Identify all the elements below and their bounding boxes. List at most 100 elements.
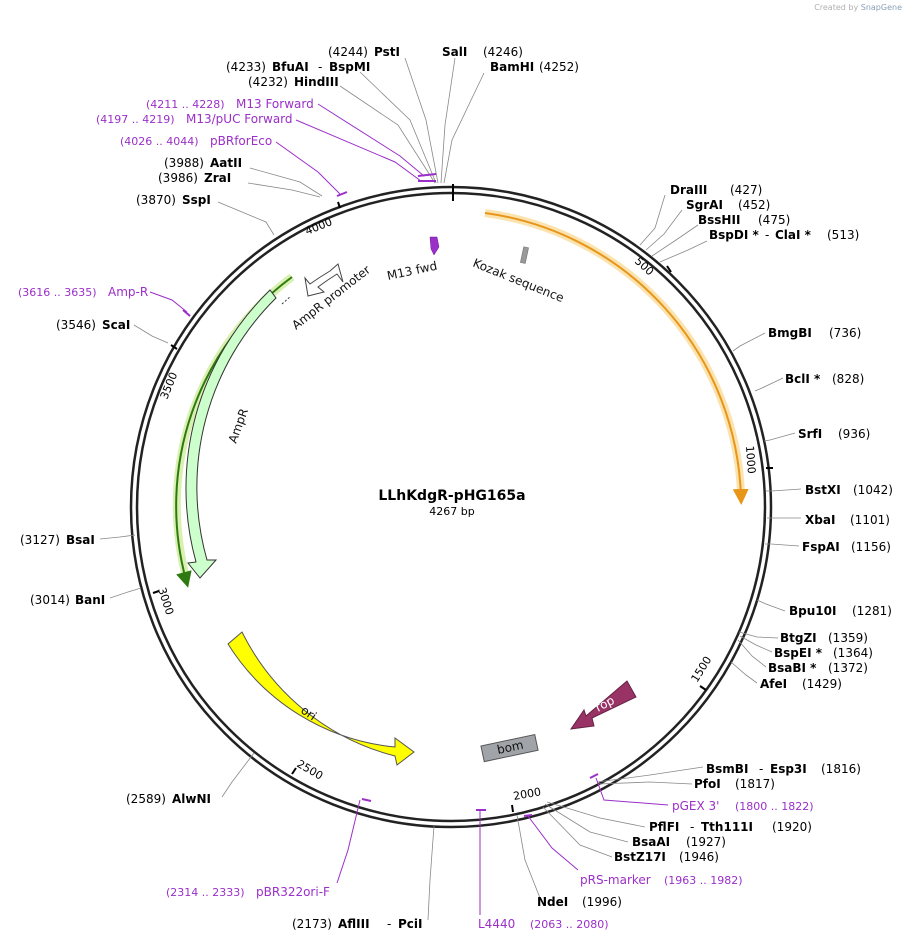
enzyme-pos-bsshii: (475) — [758, 213, 790, 227]
enzyme-afliii: AflIII — [338, 917, 370, 931]
enzyme-clai: ClaI * — [775, 228, 812, 242]
enzyme-pos-hindiii: (4232) — [248, 75, 288, 89]
enzyme-pos-aatii: (3988) — [164, 156, 204, 170]
enzyme-zrai: ZraI — [204, 171, 231, 185]
primer-range-m13-puc-forward: (4197 .. 4219) — [96, 113, 175, 126]
enzyme-btgzi: BtgZI — [780, 631, 817, 645]
tick-label-3500: 3500 — [158, 370, 181, 401]
enzyme-pos-bpu10i: (1281) — [852, 604, 892, 618]
enzyme-pos-draiii: (427) — [730, 183, 762, 197]
primer-range-pgex3: (1800 .. 1822) — [735, 800, 814, 813]
enzyme-bsabi: BsaBI * — [768, 661, 817, 675]
kozak-feature — [520, 246, 529, 264]
enzyme-sgrai: SgrAI — [686, 198, 723, 212]
ampr-promoter-feature — [304, 263, 344, 297]
primer-l4440: L4440 — [478, 917, 515, 931]
enzyme-pos-bani: (3014) — [30, 593, 70, 607]
enzyme-ndei: NdeI — [537, 895, 568, 909]
enzyme-afei: AfeI — [760, 677, 787, 691]
enzyme-bsai: BsaI — [66, 533, 95, 547]
enzyme-bsaai: BsaAI — [632, 835, 670, 849]
tick-label-1500: 1500 — [689, 654, 715, 685]
enzyme-labels: (4244) PstI SalI (4246) (4233) BfuAI - B… — [20, 45, 893, 931]
primer-range-pbrforeco: (4026 .. 4044) — [120, 135, 199, 148]
tick-label-4000: 4000 — [303, 215, 334, 238]
ampr-divider — [281, 295, 292, 305]
enzyme-pos-xbai: (1101) — [850, 513, 890, 527]
enzyme-srfi: SrfI — [798, 427, 822, 441]
enzyme-sep-pflfi: - — [690, 820, 694, 834]
enzyme-leaders — [99, 57, 802, 921]
enzyme-pos-bsmbi: (1816) — [821, 762, 861, 776]
enzyme-fspai: FspAI — [802, 540, 840, 554]
enzyme-esp3i: Esp3I — [770, 762, 807, 776]
enzyme-pos-afei: (1429) — [802, 677, 842, 691]
enzyme-draiii: DraIII — [670, 183, 707, 197]
enzyme-pos-sspi: (3870) — [136, 193, 176, 207]
primer-range-l4440: (2063 .. 2080) — [530, 918, 609, 931]
enzyme-pos-bsaai: (1927) — [686, 835, 726, 849]
primer-m13-puc-forward: M13/pUC Forward — [186, 112, 293, 126]
ori-feature — [227, 631, 415, 766]
credit-text: Created by — [814, 3, 859, 12]
primer-range-pbr322ori-f: (2314 .. 2333) — [166, 886, 245, 899]
bom-feature — [480, 733, 539, 763]
enzyme-alwni: AlwNI — [172, 792, 211, 806]
enzyme-sspi: SspI — [182, 193, 211, 207]
enzyme-scai: ScaI — [102, 318, 130, 332]
backbone-outer — [129, 185, 773, 829]
backbone-inner — [135, 191, 767, 823]
snapgene-brand: SnapGene — [860, 3, 902, 12]
enzyme-pos-pflfi: (1920) — [772, 820, 812, 834]
enzyme-hindiii: HindIII — [294, 75, 339, 89]
m13fwd-feature — [429, 236, 440, 256]
ampr-feature — [185, 289, 277, 579]
primer-pbr322ori-f: pBR322ori-F — [256, 885, 330, 899]
enzyme-sep-bspdi: - — [765, 228, 769, 242]
enzyme-pos-bamhi: (4252) — [539, 60, 579, 74]
enzyme-pos-srfi: (936) — [838, 427, 870, 441]
bom-label: bom — [496, 738, 525, 757]
primer-labels: (4211 .. 4228) M13 Forward (4197 .. 4219… — [18, 97, 814, 931]
enzyme-sep-afliii: - — [387, 917, 391, 931]
rop-feature — [569, 680, 637, 730]
enzyme-sali: SalI — [442, 45, 467, 59]
primer-pbrforeco: pBRforEco — [210, 134, 272, 148]
orf-arrow — [484, 212, 749, 505]
primer-range-m13-forward: (4211 .. 4228) — [146, 98, 225, 111]
enzyme-pfoi: PfoI — [694, 777, 721, 791]
enzyme-pos-bspdi: (513) — [827, 228, 859, 242]
enzyme-pos-ndei: (1996) — [582, 895, 622, 909]
primer-range-amp-r: (3616 .. 3635) — [18, 286, 97, 299]
enzyme-psti: PstI — [374, 45, 400, 59]
primer-amp-r: Amp-R — [108, 285, 148, 299]
enzyme-pos-bcli: (828) — [832, 372, 864, 386]
enzyme-bsshii: BssHII — [698, 213, 740, 227]
primer-leaders — [149, 103, 669, 915]
kozak-label: Kozak sequence — [471, 256, 566, 305]
primer-prs-marker: pRS-marker — [580, 873, 651, 887]
enzyme-pos-fspai: (1156) — [851, 540, 891, 554]
primer-m13-forward: M13 Forward — [236, 97, 314, 111]
enzyme-bstz17i: BstZ17I — [614, 850, 666, 864]
enzyme-tth111i: Tth111I — [701, 820, 753, 834]
enzyme-sep-bsmbi: - — [759, 762, 763, 776]
enzyme-bfuai: BfuAI — [272, 60, 309, 74]
enzyme-bani: BanI — [75, 593, 105, 607]
enzyme-pflfi: PflFI — [649, 820, 679, 834]
enzyme-bspmi: BspMI — [329, 60, 370, 74]
enzyme-pcii: PciI — [398, 917, 423, 931]
enzyme-bpu10i: Bpu10I — [789, 604, 836, 618]
enzyme-aatii: AatII — [210, 156, 242, 170]
enzyme-pos-afliii: (2173) — [292, 917, 332, 931]
enzyme-bsmbi: BsmBI — [706, 762, 748, 776]
enzyme-pos-bsai: (3127) — [20, 533, 60, 547]
enzyme-bmgbi: BmgBI — [768, 326, 812, 340]
enzyme-pos-sgrai: (452) — [738, 198, 770, 212]
enzyme-pos-zrai: (3986) — [158, 171, 198, 185]
tick-label-2500: 2500 — [295, 757, 326, 782]
tick-label-3000: 3000 — [155, 586, 176, 617]
enzyme-pos-alwni: (2589) — [126, 792, 166, 806]
enzyme-bspei: BspEI * — [774, 646, 823, 660]
